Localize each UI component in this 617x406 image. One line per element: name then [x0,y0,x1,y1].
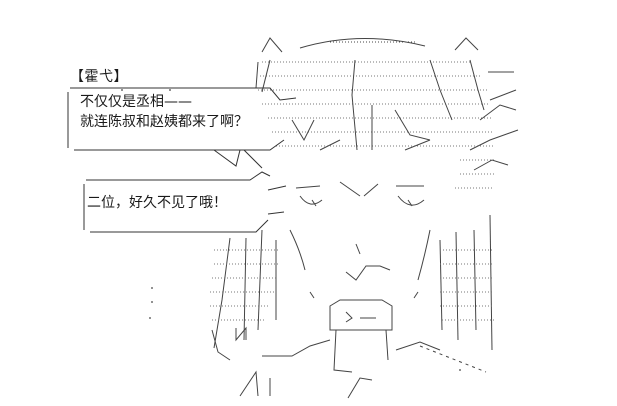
hair-top [299,38,426,49]
shoulder-right-dash [419,345,487,373]
hair-strand [469,129,519,151]
collar-box [329,299,393,331]
hair-strand [489,89,517,101]
brow-marks [339,181,379,197]
right-ear [454,37,479,51]
nose [355,243,361,255]
speech-line: 不仅仅是丞相—— [80,94,192,110]
side-hair-left [213,229,277,349]
chin-tick-right [413,291,419,299]
scatter-dots [121,89,461,371]
right-cheek [417,229,431,281]
hair-strand [404,139,431,151]
speech-bubble-1-tail [213,149,263,169]
body-bottom-right [347,377,373,399]
hair-texture [258,61,494,189]
speech-bubble-2-tail [267,185,287,215]
collar-mark [345,311,376,323]
hair-strand [255,61,259,89]
hair-strand [469,59,485,111]
n-mark [235,326,247,342]
body-bottom [239,370,271,397]
speech-line: 二位，好久不见了哦！ [87,195,227,211]
hair-strand [351,59,358,151]
mouth [345,265,391,281]
neck-right [385,329,389,361]
left-eye [295,185,323,205]
speech-line: 就连陈叔和赵姨都来了啊？ [80,114,248,130]
left-cheek [289,229,306,271]
hair-strand [479,104,517,121]
side-hair-texture [210,249,494,321]
left-eye-mark [311,199,317,207]
chin-tick-left [309,291,315,299]
right-eye [396,185,425,206]
hair-strand [261,59,271,93]
hair-strand [291,119,315,142]
right-eye-mark [407,199,413,207]
left-ear [261,37,283,53]
hair-strand [319,139,341,151]
body-left [211,329,231,361]
hair-strand [429,59,453,121]
neck-left [333,329,353,373]
speech-bubble-1-outline [67,87,297,151]
hair-strand [473,159,509,171]
shoulder-right [395,341,441,351]
side-hair-right [439,214,493,351]
speech-bubble-2-text: 二位，好久不见了哦！ [87,193,227,213]
speech-bubble-1-text: 不仅仅是丞相—— 就连陈叔和赵姨都来了啊？ [80,92,248,132]
hair-strand [394,109,431,141]
shoulder-left [262,339,331,357]
speech-bubble-2-outline [83,171,271,233]
speaker-name: 【霍弋】 [70,69,128,85]
